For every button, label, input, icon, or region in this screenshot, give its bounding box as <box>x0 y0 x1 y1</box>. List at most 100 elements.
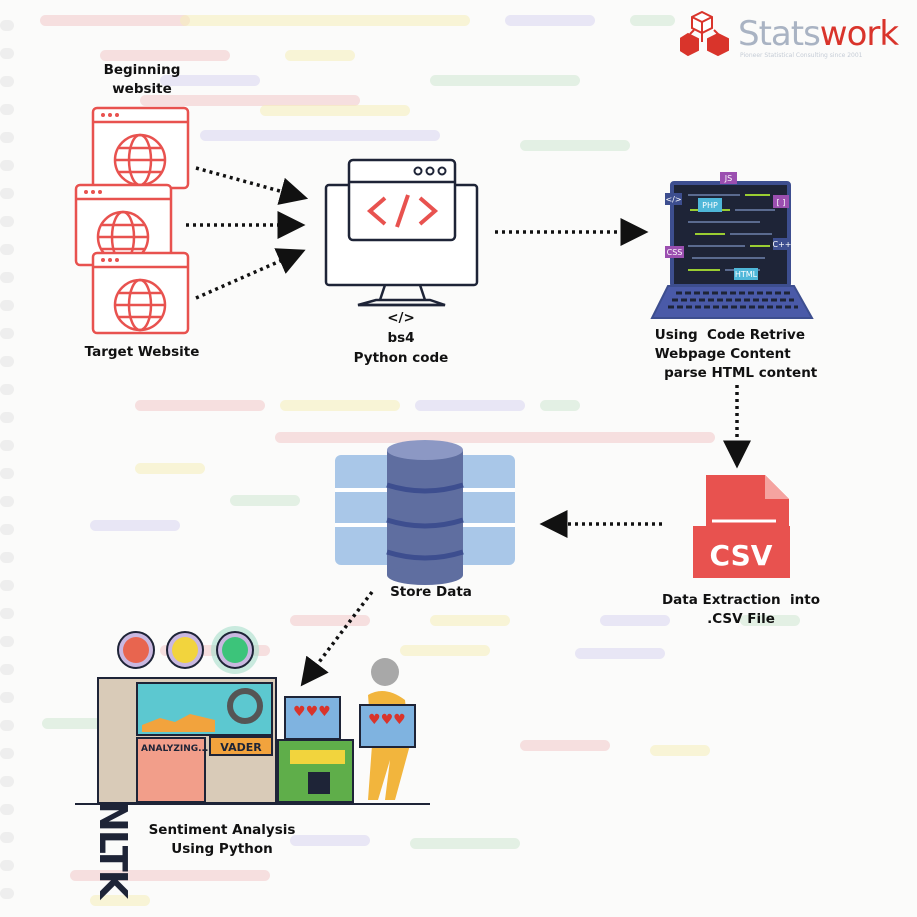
csv-icon-text: CSV <box>710 539 773 572</box>
background-stripe <box>0 272 14 283</box>
background-stripe <box>290 835 370 846</box>
background-stripe <box>90 895 150 906</box>
background-stripe <box>200 130 440 141</box>
background-stripe <box>160 75 260 86</box>
statswork-logo: Statswork Pioneer Statistical Consulting… <box>680 8 910 63</box>
label-bs4: bs4 <box>387 330 415 346</box>
background-stripe <box>400 645 490 656</box>
background-stripe <box>42 718 122 729</box>
tag-brackets: [ ] <box>777 198 786 207</box>
hearts-icon: ♥♥♥ <box>293 704 331 720</box>
background-stripe <box>410 838 520 849</box>
background-stripe <box>0 860 14 871</box>
tag-css: CSS <box>667 248 683 257</box>
background-stripe <box>0 552 14 563</box>
background-stripe <box>0 132 14 143</box>
background-stripe <box>0 440 14 451</box>
background-stripe <box>0 412 14 423</box>
background-stripe <box>260 105 410 116</box>
logo-text-work: work <box>819 14 899 54</box>
tag-php: PHP <box>702 201 718 210</box>
background-stripe <box>0 720 14 731</box>
background-stripe <box>0 832 14 843</box>
logo-tagline: Pioneer Statistical Consulting since 200… <box>740 52 863 59</box>
laptop-code-icon: JS PHP </> [ ] C++ CSS HTML <box>650 172 814 319</box>
background-stripe <box>0 496 14 507</box>
background-stripe <box>0 580 14 591</box>
arrow-browser3-to-python <box>195 248 306 300</box>
background-stripe <box>0 356 14 367</box>
analyzing-text: ANALYZING... <box>141 744 208 754</box>
label-code-symbol: </> <box>387 310 415 326</box>
background-stripe <box>415 400 525 411</box>
background-stripe <box>0 76 14 87</box>
background-stripe <box>0 20 14 31</box>
cubes-logo-icon <box>680 10 729 57</box>
label-target-website: Target Website <box>84 344 200 360</box>
background-stripe <box>575 648 665 659</box>
background-stripe <box>0 328 14 339</box>
label-retrieve-content: Using Code Retrive Webpage Content parse… <box>654 327 818 381</box>
tag-js: JS <box>724 174 732 183</box>
hearts-icon: ♥♥♥ <box>368 712 406 728</box>
background-stripe <box>285 50 355 61</box>
background-stripe <box>140 95 360 106</box>
nltk-text: NLTK <box>91 800 135 901</box>
sentiment-analysis-illustration: NLTK ANALYZING... VADER ♥♥♥ ♥♥♥ <box>75 626 430 901</box>
tag-code: </> <box>665 195 681 204</box>
browser-globe-icon <box>91 251 190 335</box>
background-stripe <box>0 48 14 59</box>
label-csv-extraction: Data Extraction into .CSV File <box>661 592 821 627</box>
background-stripe <box>600 615 670 626</box>
background-stripe <box>0 776 14 787</box>
background-stripe <box>0 804 14 815</box>
label-sentiment-analysis: Sentiment Analysis Using Python <box>148 822 296 857</box>
background-stripe <box>40 15 190 26</box>
background-stripe <box>135 400 265 411</box>
background-stripe <box>630 15 675 26</box>
background-stripe <box>0 244 14 255</box>
background-stripe <box>520 140 630 151</box>
background-stripe <box>740 615 800 626</box>
background-stripe <box>0 692 14 703</box>
csv-file-icon: CSV <box>693 475 790 578</box>
monitor-code-icon <box>324 158 479 307</box>
background-stripe <box>0 608 14 619</box>
background-stripe <box>0 468 14 479</box>
logo-text-stats: Stats <box>738 14 821 54</box>
background-stripe <box>540 400 580 411</box>
background-stripe <box>0 104 14 115</box>
background-stripe <box>280 400 400 411</box>
arrow-browser1-to-python <box>195 166 309 205</box>
background-stripe <box>290 615 370 626</box>
background-stripe <box>0 384 14 395</box>
background-stripe <box>135 463 205 474</box>
database-icon <box>335 440 515 585</box>
label-python-code: Python code <box>353 350 449 366</box>
background-stripe <box>90 520 180 531</box>
background-stripe <box>0 748 14 759</box>
label-store-data: Store Data <box>390 584 472 600</box>
background-stripe <box>230 495 300 506</box>
vader-text: VADER <box>220 741 262 754</box>
background-stripe <box>70 870 270 881</box>
background-stripe <box>0 664 14 675</box>
tag-html: HTML <box>735 270 758 279</box>
background-stripe <box>505 15 595 26</box>
background-stripe <box>0 300 14 311</box>
label-beginning-website: Beginning website <box>103 62 181 97</box>
tag-cpp: C++ <box>773 240 792 249</box>
background-stripe <box>430 75 580 86</box>
background-stripe <box>0 216 14 227</box>
background-stripe <box>650 745 710 756</box>
browser-globe-icon <box>91 106 190 190</box>
python-logo-icon <box>308 772 330 794</box>
background-stripe <box>520 740 610 751</box>
background-stripe <box>0 188 14 199</box>
background-stripe <box>0 888 14 899</box>
background-stripe <box>100 50 230 61</box>
background-stripe <box>275 432 715 443</box>
arrow-database-to-sentiment <box>300 590 374 687</box>
background-stripe <box>0 160 14 171</box>
